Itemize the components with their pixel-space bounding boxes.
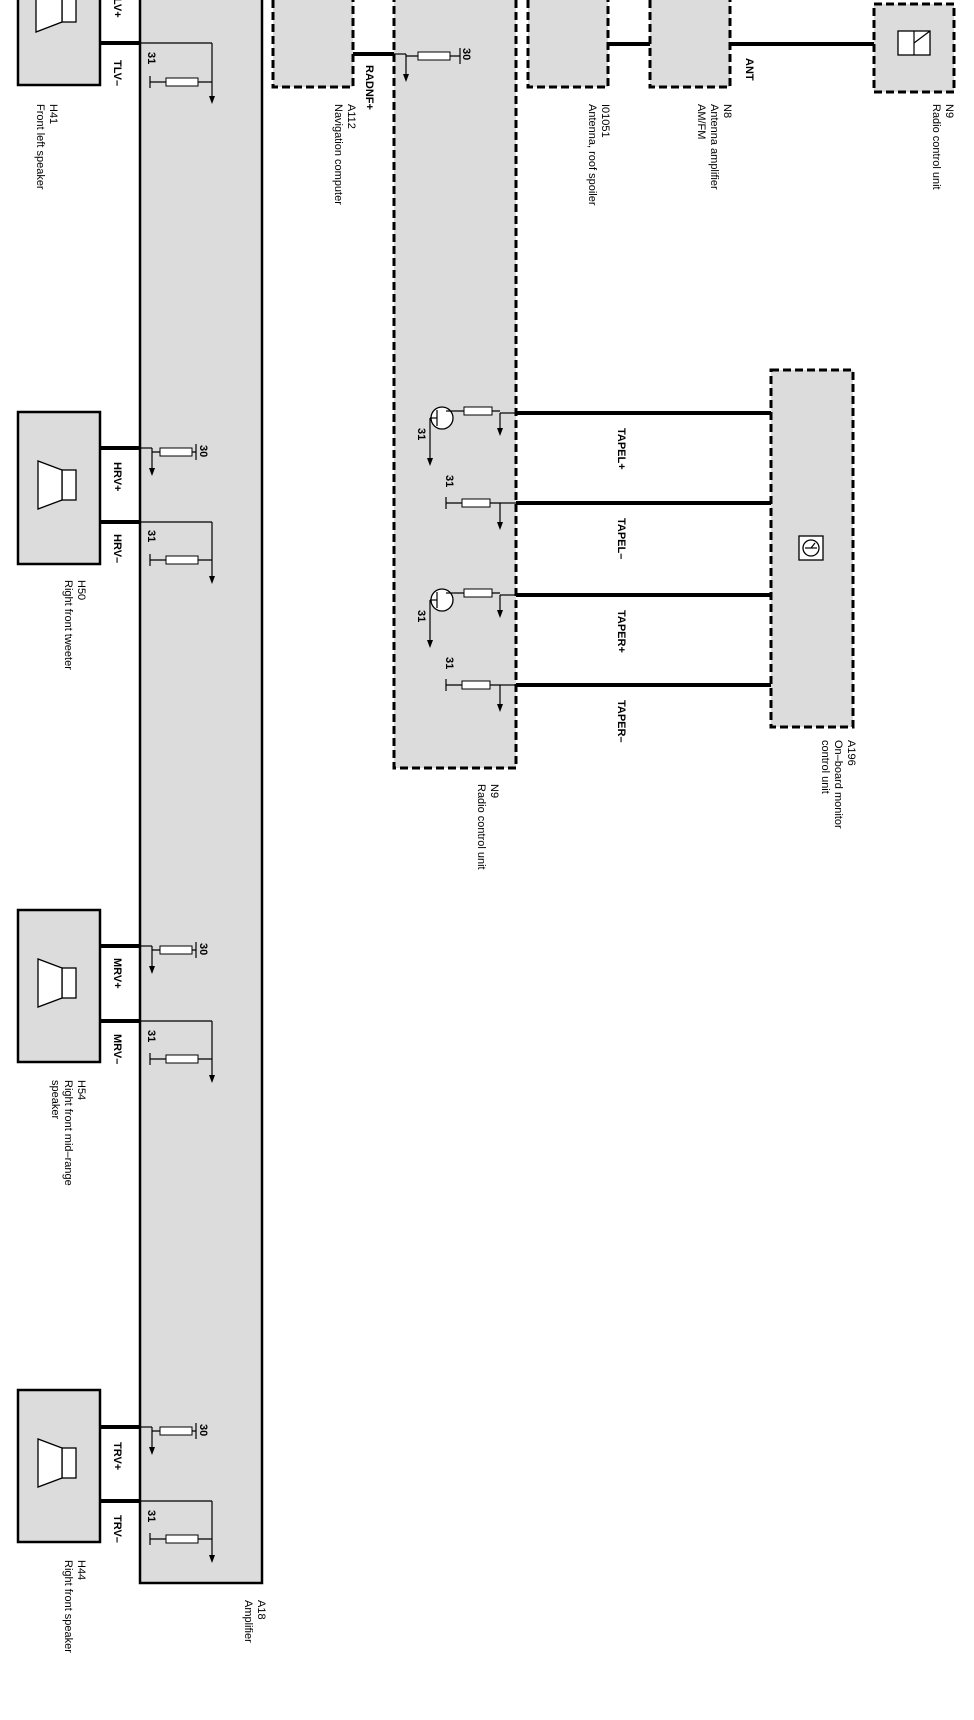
signal-tapel-minus: TAPEL– xyxy=(615,518,627,559)
terminal-31: 31 xyxy=(415,428,427,440)
terminal-30: 30 xyxy=(197,1424,209,1436)
resistor-symbol xyxy=(159,447,193,457)
label-h54-line2: speaker xyxy=(49,1080,61,1119)
speaker-icon xyxy=(37,460,77,510)
label-n9-main-name: Radio control unit xyxy=(475,784,487,870)
taper-minus-stage: 31 xyxy=(443,657,516,712)
monitor-icon xyxy=(798,535,824,561)
component-labels: H41 Front left speaker H50 Right front t… xyxy=(34,104,955,1653)
terminal-31: 31 xyxy=(145,52,157,64)
right-front-tweeter xyxy=(16,410,102,566)
ground-31-circuit: 31 xyxy=(140,1020,215,1083)
navigation-computer-box xyxy=(271,0,355,89)
amplifier-internal-circuits: 31 30 31 30 xyxy=(140,42,215,1563)
label-n9-top-id: N9 xyxy=(943,104,955,118)
label-n9-main-id: N9 xyxy=(488,784,500,798)
ground-31-circuit: 31 xyxy=(140,42,215,104)
terminal-31: 31 xyxy=(443,475,455,487)
label-a112-name: Navigation computer xyxy=(332,104,344,205)
signal-hrv-minus: HRV– xyxy=(111,534,123,563)
terminal-31: 31 xyxy=(145,1510,157,1522)
signal-trv-minus: TRV– xyxy=(111,1515,123,1543)
radio-control-unit-box xyxy=(392,0,518,770)
terminal-31: 31 xyxy=(145,1030,157,1042)
label-n8-line1: Antenna amplifier xyxy=(708,104,720,190)
amplifier-box xyxy=(138,0,264,1585)
signal-radnf-plus: RADNF+ xyxy=(363,65,375,110)
label-h50-name: Right front tweeter xyxy=(62,580,74,670)
label-n9-top-name: Radio control unit xyxy=(930,104,942,190)
label-a196-line1: On–board monitor xyxy=(832,740,844,829)
resistor-symbol xyxy=(463,588,493,598)
tapel-plus-stage: 31 xyxy=(415,406,516,466)
label-n8-id: N8 xyxy=(721,104,733,118)
right-front-speaker xyxy=(16,1388,102,1544)
ground-31-circuit: 31 xyxy=(140,1500,215,1563)
tape-wires: TAPEL+ TAPEL– TAPER+ TAPER– xyxy=(516,411,771,743)
signal-mrv-minus: MRV– xyxy=(111,1034,123,1064)
radio-icon xyxy=(897,30,931,56)
right-front-midrange-speaker xyxy=(16,908,102,1064)
terminal-30: 30 xyxy=(197,943,209,955)
radnf-connection: 30 RADNF+ xyxy=(353,48,472,110)
signal-taper-minus: TAPER– xyxy=(615,700,627,743)
resistor-symbol xyxy=(159,1426,193,1436)
speaker-box-h50 xyxy=(16,410,102,566)
resistor-symbol xyxy=(463,406,493,416)
label-a18-id: A18 xyxy=(255,1600,267,1620)
label-h44-id: H44 xyxy=(75,1560,87,1580)
label-i01051-id: I01051 xyxy=(599,104,611,138)
label-a196-id: A196 xyxy=(845,740,857,766)
signal-mrv-plus: MRV+ xyxy=(111,958,123,989)
label-a196-line2: control unit xyxy=(819,740,831,794)
label-h54-line1: Right front mid–range xyxy=(62,1080,74,1186)
signal-hrv-plus: HRV+ xyxy=(111,462,123,491)
resistor-symbol xyxy=(165,77,199,87)
label-n8-line2: AM/FM xyxy=(695,104,707,139)
antenna-amplifier-box xyxy=(648,0,732,89)
supply-30-circuit: 30 xyxy=(140,942,209,974)
resistor-symbol xyxy=(417,51,451,61)
signal-trv-plus: TRV+ xyxy=(111,1442,123,1470)
radio-internal-circuits: 31 31 31 xyxy=(415,406,516,712)
speaker-icon xyxy=(37,1438,77,1488)
taper-plus-stage: 31 xyxy=(415,588,516,648)
label-a18-name: Amplifier xyxy=(242,1600,254,1643)
resistor-symbol xyxy=(165,1054,199,1064)
resistor-symbol xyxy=(165,1534,199,1544)
speaker-wires xyxy=(100,41,140,1503)
ground-31-circuit: 31 xyxy=(140,521,215,584)
supply-30-circuit: 30 xyxy=(140,444,209,476)
speaker-icon xyxy=(37,958,77,1008)
antenna-wires: ANT xyxy=(608,42,874,81)
signal-tlv-plus: LV+ xyxy=(111,0,123,18)
label-h41-name: Front left speaker xyxy=(34,104,46,190)
label-a112-id: A112 xyxy=(345,104,357,129)
resistor-symbol xyxy=(461,498,491,508)
signal-tapel-plus: TAPEL+ xyxy=(615,428,627,470)
resistor-symbol xyxy=(461,680,491,690)
tapel-minus-stage: 31 xyxy=(443,475,516,530)
terminal-31: 31 xyxy=(443,657,455,669)
resistor-symbol xyxy=(159,945,193,955)
speaker-signal-labels: LV+ TLV– HRV+ HRV– MRV+ MRV– TRV+ TRV– xyxy=(111,0,123,1543)
label-h54-id: H54 xyxy=(75,1080,87,1100)
signal-tlv-minus: TLV– xyxy=(111,60,123,86)
signal-taper-plus: TAPER+ xyxy=(615,610,627,653)
label-i01051-name: Antenna, roof spoiler xyxy=(586,104,598,206)
label-h50-id: H50 xyxy=(75,580,87,600)
speaker-icon xyxy=(35,0,77,33)
supply-30-circuit: 30 xyxy=(140,1423,209,1455)
label-h41-id: H41 xyxy=(47,104,59,124)
signal-ant: ANT xyxy=(743,58,755,81)
resistor-symbol xyxy=(165,555,199,565)
terminal-31: 31 xyxy=(415,610,427,622)
terminal-30: 30 xyxy=(197,445,209,457)
terminal-30: 30 xyxy=(460,48,472,60)
antenna-roof-spoiler-box xyxy=(526,0,610,89)
front-left-speaker xyxy=(16,0,102,87)
terminal-31: 31 xyxy=(145,530,157,542)
label-h44-name: Right front speaker xyxy=(62,1560,74,1653)
